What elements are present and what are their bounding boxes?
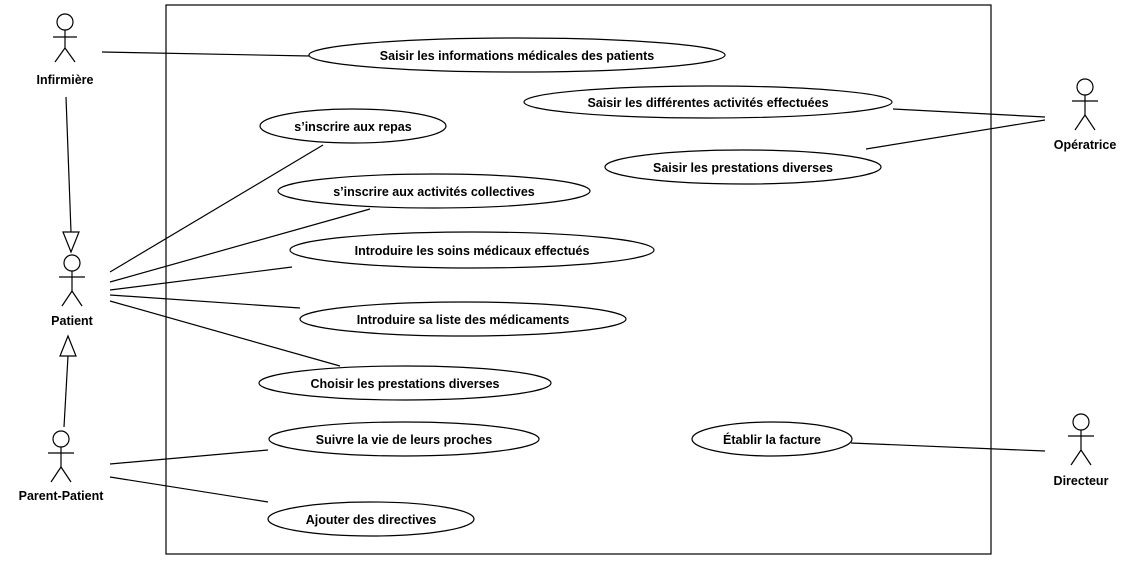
- actor-parent-patient[interactable]: Parent-Patient: [19, 430, 105, 503]
- assoc-parent-directives: [109, 476, 269, 503]
- use-case-ajouter-directives[interactable]: Ajouter des directives: [267, 501, 475, 537]
- generalizations: [59, 96, 80, 428]
- use-case-label: s’inscrire aux repas: [294, 120, 411, 134]
- use-case-inscrire-activites[interactable]: s’inscrire aux activités collectives: [277, 173, 591, 209]
- stick-figure-icon: [48, 430, 74, 483]
- assoc-directeur-facture: [850, 442, 1046, 452]
- stick-figure-icon: [53, 13, 77, 63]
- actor-operatrice[interactable]: Opératrice: [1054, 78, 1117, 152]
- actor-patient[interactable]: Patient: [51, 254, 94, 328]
- use-case-label: Choisir les prestations diverses: [311, 377, 500, 391]
- actor-label: Opératrice: [1054, 138, 1117, 152]
- assoc-parent-suivre: [109, 449, 269, 465]
- use-case-label: s’inscrire aux activités collectives: [333, 185, 535, 199]
- actor-infirmiere[interactable]: Infirmière: [37, 13, 94, 87]
- actor-label: Parent-Patient: [19, 489, 105, 503]
- use-case-label: Introduire les soins médicaux effectués: [355, 244, 590, 258]
- use-case-saisir-activites[interactable]: Saisir les différentes activités effectu…: [523, 85, 893, 119]
- use-case-label: Saisir les prestations diverses: [653, 161, 833, 175]
- actor-label: Infirmière: [37, 73, 94, 87]
- generalization-arrowhead: [59, 334, 77, 357]
- generalization-parent-patient-line: [63, 355, 69, 428]
- assoc-patient-repas: [109, 144, 324, 273]
- use-case-label: Introduire sa liste des médicaments: [357, 313, 570, 327]
- assoc-patient-activites: [109, 208, 371, 283]
- generalization-infirmiere-patient-line: [65, 96, 72, 233]
- assoc-operatrice-activites: [892, 108, 1046, 118]
- use-case-introduire-soins[interactable]: Introduire les soins médicaux effectués: [289, 231, 655, 269]
- stick-figure-icon: [1072, 78, 1098, 131]
- use-case-choisir-prestations[interactable]: Choisir les prestations diverses: [258, 365, 552, 401]
- use-case-saisir-infos-medicales[interactable]: Saisir les informations médicales des pa…: [308, 37, 726, 73]
- use-case-label: Saisir les différentes activités effectu…: [587, 96, 828, 110]
- use-case-suivre-vie[interactable]: Suivre la vie de leurs proches: [268, 421, 540, 457]
- system-boundary: [165, 4, 992, 555]
- assoc-patient-medicaments: [109, 294, 301, 309]
- assoc-operatrice-prestations: [865, 119, 1046, 150]
- stick-figure-icon: [59, 254, 85, 307]
- use-case-label: Ajouter des directives: [306, 513, 437, 527]
- assoc-patient-soins: [109, 266, 293, 291]
- use-case-label: Établir la facture: [723, 432, 821, 447]
- associations: [101, 51, 1046, 503]
- actor-directeur[interactable]: Directeur: [1054, 413, 1109, 488]
- stick-figure-icon: [1068, 413, 1094, 466]
- use-case-introduire-medicaments[interactable]: Introduire sa liste des médicaments: [299, 301, 627, 337]
- use-case-label: Saisir les informations médicales des pa…: [380, 49, 654, 63]
- use-case-saisir-prestations[interactable]: Saisir les prestations diverses: [604, 149, 882, 185]
- actor-label: Directeur: [1054, 474, 1109, 488]
- assoc-patient-prestations: [109, 300, 341, 367]
- generalization-arrowhead: [62, 231, 80, 254]
- use-case-label: Suivre la vie de leurs proches: [316, 433, 493, 447]
- actor-label: Patient: [51, 314, 94, 328]
- use-case-etablir-facture[interactable]: Établir la facture: [691, 421, 853, 457]
- use-case-inscrire-repas[interactable]: s’inscrire aux repas: [259, 108, 447, 144]
- assoc-infirmiere-saisir-infos: [101, 51, 311, 57]
